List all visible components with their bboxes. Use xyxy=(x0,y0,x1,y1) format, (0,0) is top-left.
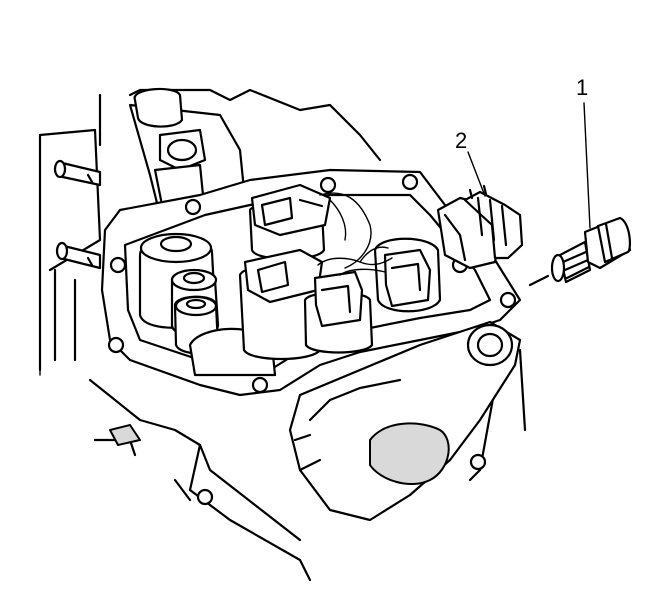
transmission-case xyxy=(38,88,527,582)
harness-connector xyxy=(436,184,524,270)
solenoid-connectors xyxy=(243,183,432,328)
callout-label-connector: 2 xyxy=(455,128,467,153)
wiring-harness xyxy=(317,192,393,276)
left-studs xyxy=(53,159,102,270)
retaining-bolt xyxy=(528,216,632,287)
lower-mount-bracket xyxy=(288,320,522,522)
callout-leaders xyxy=(39,102,591,376)
callout-label-bolt: 1 xyxy=(576,75,588,100)
